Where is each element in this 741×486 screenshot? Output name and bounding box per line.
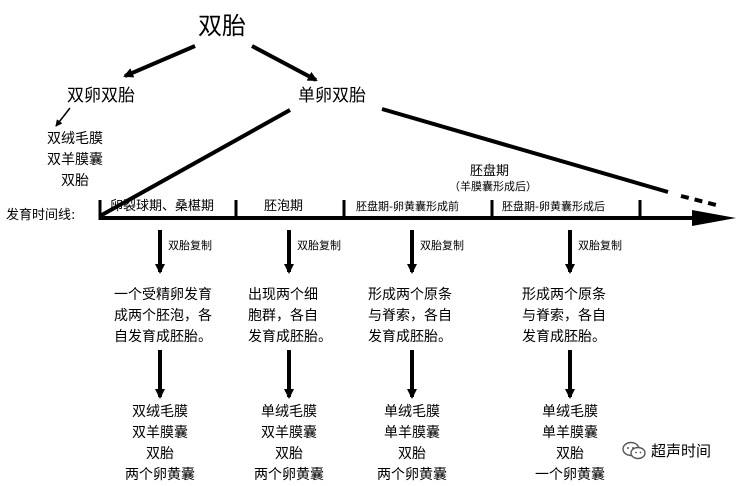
stage-label-1: 卵裂球期、桑椹期 xyxy=(110,199,215,214)
twin-copy-label-3: 双胎复制 xyxy=(420,239,464,252)
result-1: 双绒毛膜 双羊膜囊 双胎 两个卵黄囊 xyxy=(125,404,195,483)
watermark-text: 超声时间 xyxy=(651,442,712,460)
wechat-icon xyxy=(622,441,646,459)
arrow-to-monozygotic xyxy=(251,44,318,82)
branch-monozygotic: 单卵双胎 xyxy=(298,86,366,106)
twin-copy-label-4: 双胎复制 xyxy=(578,239,622,252)
description-3: 形成两个原条 与脊索，各自 发育成胚胎。 xyxy=(368,287,452,345)
branch-line-dashes xyxy=(680,194,717,207)
embryo-disc-period-label: 胚盘期 xyxy=(470,164,510,179)
branch-dizygotic: 双卵双胎 xyxy=(67,86,135,106)
diagram-title: 双胎 xyxy=(198,12,246,40)
timeline-label: 发育时间线: xyxy=(6,208,76,223)
stage-label-3: 胚盘期-卵黄囊形成前 xyxy=(356,200,459,213)
arrow-dizygotic-result xyxy=(55,107,71,127)
twin-copy-label-2: 双胎复制 xyxy=(297,239,341,252)
branch-line-left xyxy=(99,108,291,218)
stage-label-4: 胚盘期-卵黄囊形成后 xyxy=(502,200,605,213)
description-1: 一个受精卵发育 成两个胚泡，各 自发育成胚胎。 xyxy=(114,287,212,345)
timeline-arrowhead xyxy=(692,210,736,226)
watermark: 超声时间 xyxy=(622,440,711,461)
twin-copy-label-1: 双胎复制 xyxy=(168,239,212,252)
result-3: 单绒毛膜 单羊膜囊 双胎 两个卵黄囊 xyxy=(377,404,447,483)
dizygotic-result: 双绒毛膜 双羊膜囊 双胎 xyxy=(47,131,103,189)
result-4: 单绒毛膜 单羊膜囊 双胎 一个卵黄囊 xyxy=(535,404,605,483)
stage-label-2: 胚泡期 xyxy=(264,199,304,214)
description-2: 出现两个细 胞群，各自 发育成胚胎。 xyxy=(248,287,332,345)
result-2: 单绒毛膜 双羊膜囊 双胎 两个卵黄囊 xyxy=(254,404,324,483)
description-4: 形成两个原条 与脊索，各自 发育成胚胎。 xyxy=(522,287,606,345)
arrow-to-dizygotic xyxy=(123,44,196,78)
embryo-disc-period-note: （羊膜囊形成后） xyxy=(449,180,537,193)
branch-line-right xyxy=(381,107,669,194)
